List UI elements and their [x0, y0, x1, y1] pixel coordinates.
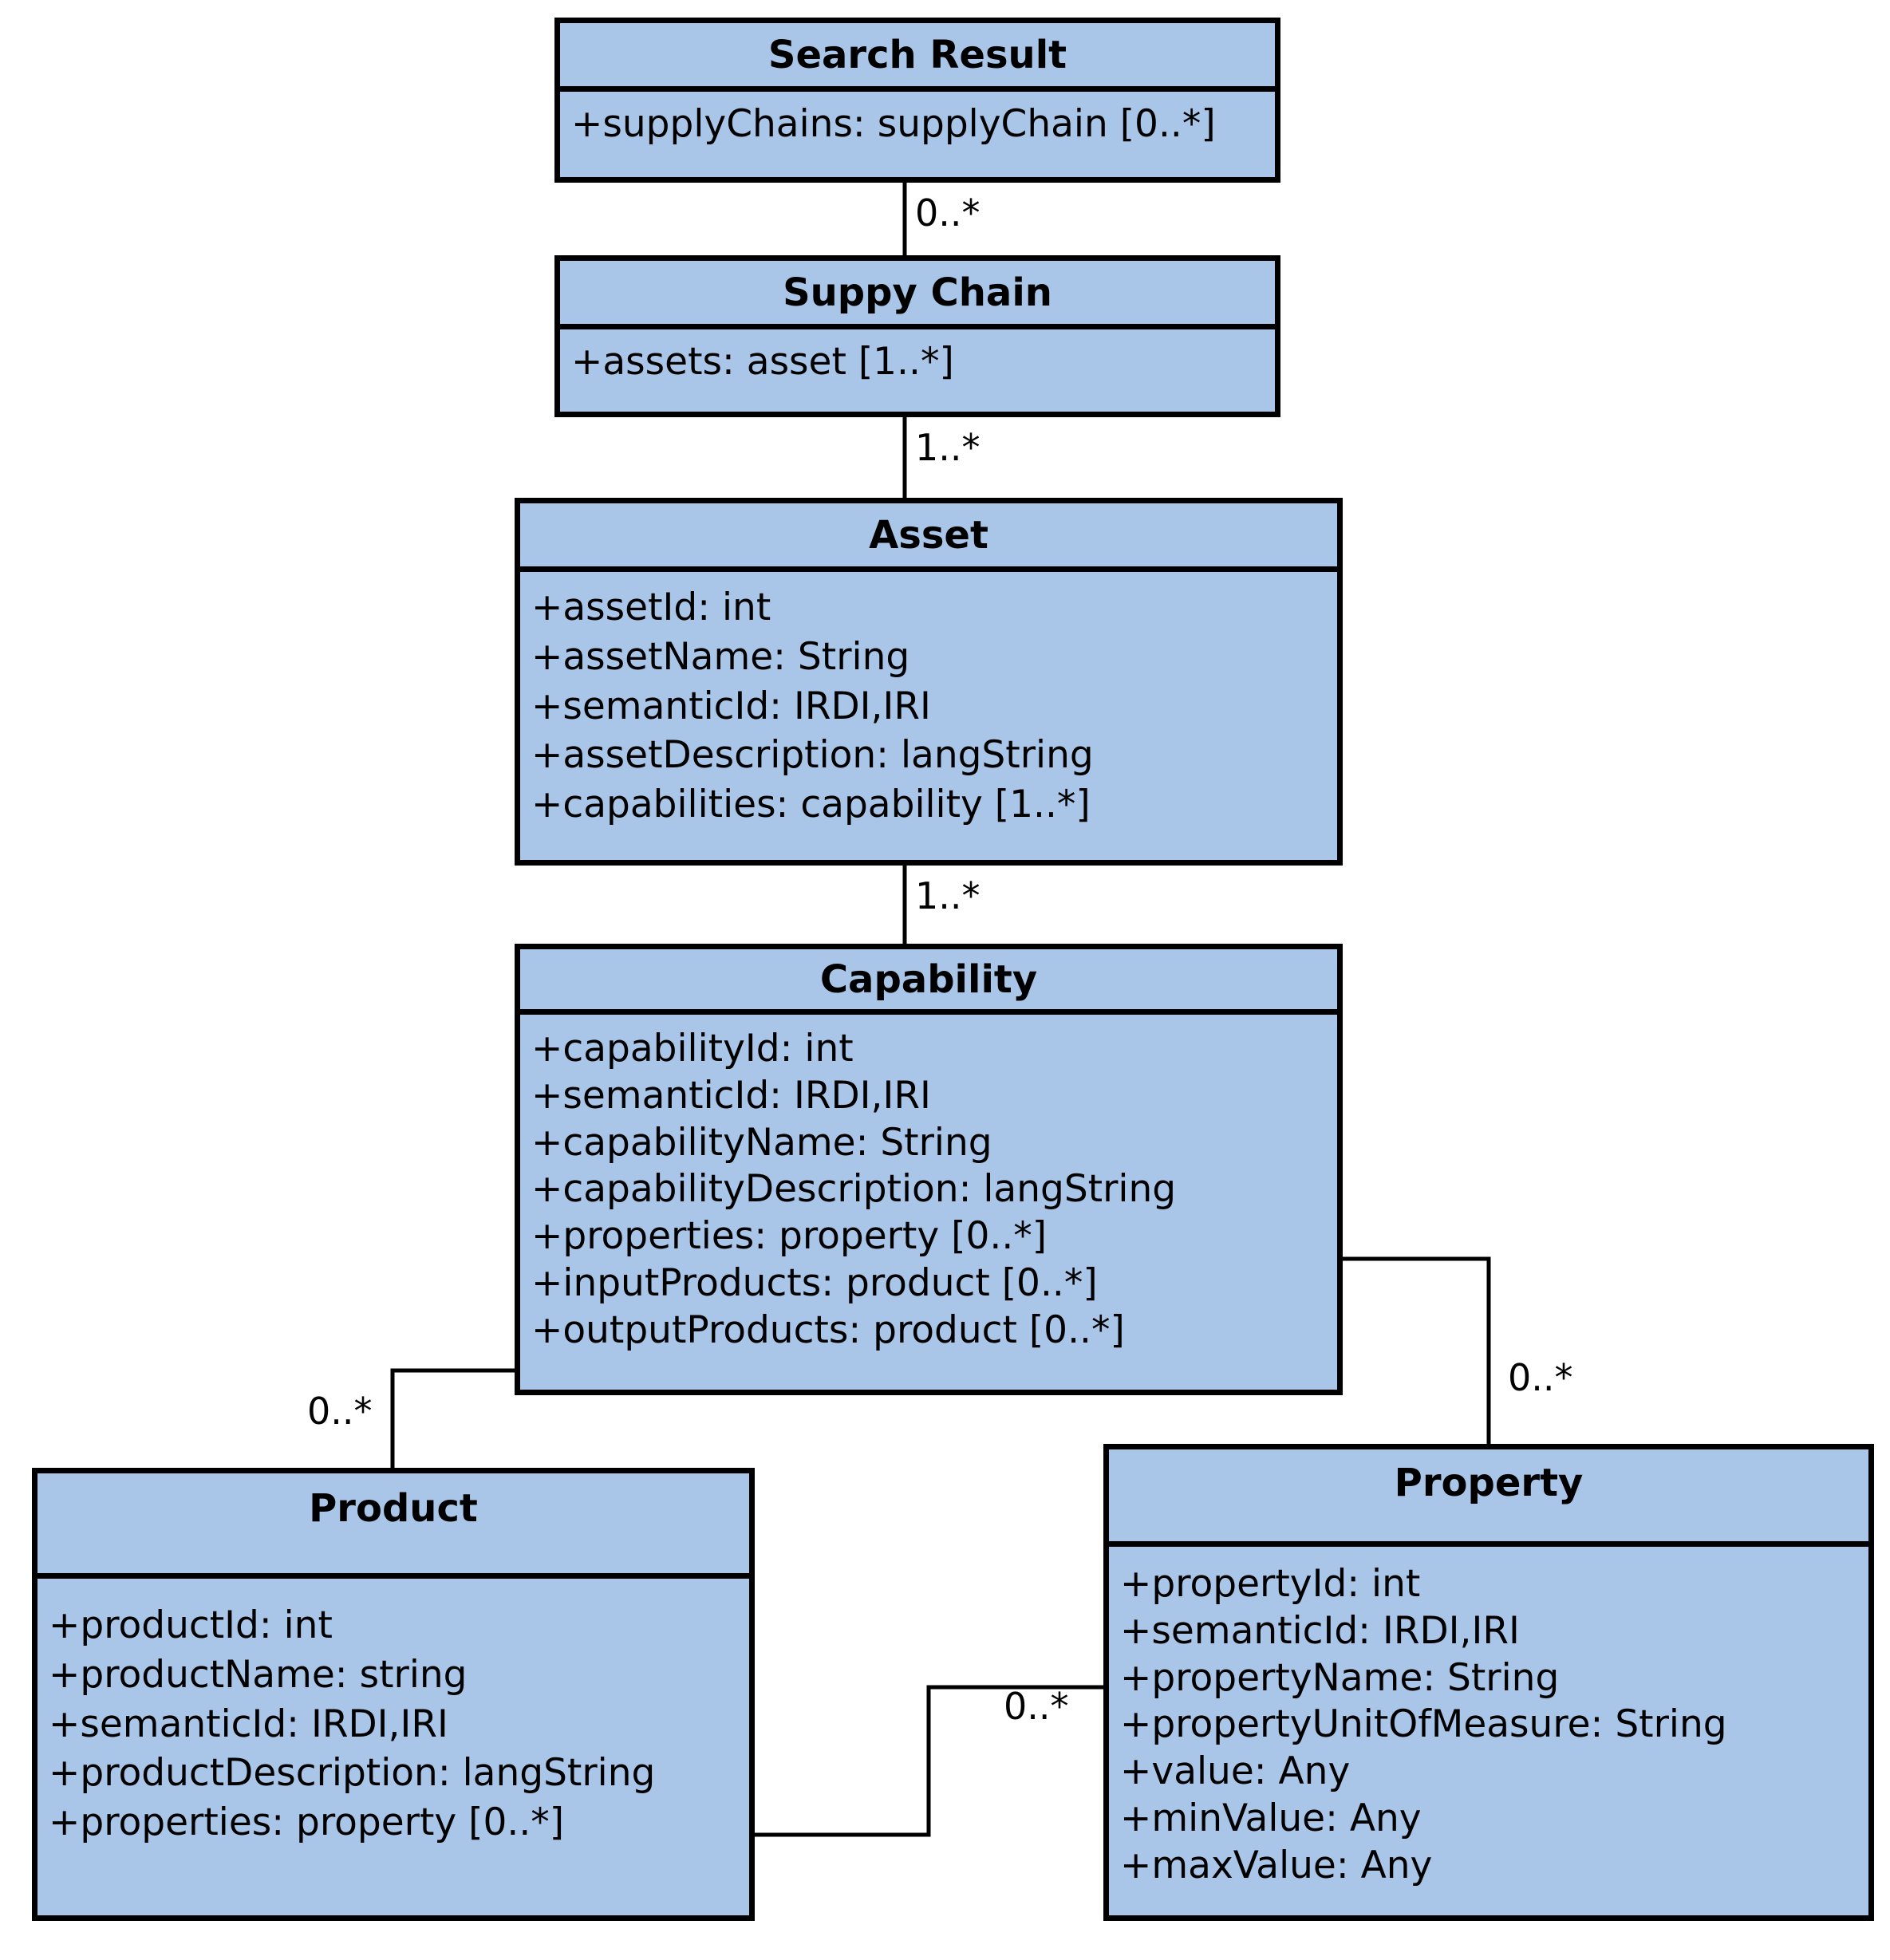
association-line-capability-product	[390, 1368, 515, 1468]
uml-class-asset[interactable]: Asset +assetId: int +assetName: String +…	[515, 498, 1343, 866]
attribute-row: +semanticId: IRDI,IRI	[531, 684, 931, 728]
attribute-row: +propertyUnitOfMeasure: String	[1120, 1702, 1727, 1747]
attribute-row: +propertyName: String	[1120, 1655, 1560, 1700]
attribute-row: +capabilities: capability [1..*]	[531, 783, 1091, 826]
attribute-row: +semanticId: IRDI,IRI	[1120, 1608, 1520, 1653]
attribute-row: +semanticId: IRDI,IRI	[49, 1702, 448, 1746]
class-attributes-asset: +assetId: int +assetName: String +semant…	[520, 572, 1337, 860]
attribute-row: +supplyChains: supplyChain [0..*]	[571, 102, 1216, 146]
class-attributes-product: +productId: int +productName: string +se…	[37, 1579, 749, 1915]
uml-class-product[interactable]: Product +productId: int +productName: st…	[32, 1468, 755, 1921]
attribute-row: +assetDescription: langString	[531, 733, 1094, 778]
class-name-search-result: Search Result	[560, 23, 1275, 92]
class-attributes-capability: +capabilityId: int +semanticId: IRDI,IRI…	[520, 1015, 1337, 1390]
multiplicity-label-supply-chain-asset: 1..*	[915, 426, 981, 469]
attribute-row: +productName: string	[49, 1652, 468, 1697]
attribute-row: +capabilityId: int	[531, 1027, 854, 1071]
class-name-supply-chain: Suppy Chain	[560, 261, 1275, 329]
class-name-asset: Asset	[520, 503, 1337, 572]
uml-class-search-result[interactable]: Search Result +supplyChains: supplyChain…	[554, 18, 1280, 183]
attribute-row: +capabilityDescription: langString	[531, 1167, 1177, 1212]
association-line-capability-property	[1343, 1256, 1491, 1444]
attribute-row: +assets: asset [1..*]	[571, 340, 954, 384]
attribute-row: +outputProducts: product [0..*]	[531, 1307, 1125, 1352]
attribute-row: +properties: property [0..*]	[531, 1214, 1048, 1258]
attribute-row: +productId: int	[49, 1603, 333, 1647]
attribute-row: +inputProducts: product [0..*]	[531, 1260, 1098, 1305]
attribute-row: +properties: property [0..*]	[49, 1800, 565, 1844]
attribute-row: +assetName: String	[531, 634, 910, 679]
uml-class-property[interactable]: Property +propertyId: int +semanticId: I…	[1103, 1444, 1874, 1921]
attribute-row: +semanticId: IRDI,IRI	[531, 1073, 931, 1118]
class-name-property: Property	[1109, 1449, 1868, 1547]
attribute-row: +value: Any	[1120, 1749, 1351, 1793]
attribute-row: +minValue: Any	[1120, 1796, 1422, 1840]
attribute-row: +capabilityName: String	[531, 1120, 992, 1165]
class-name-product: Product	[37, 1473, 749, 1579]
uml-class-capability[interactable]: Capability +capabilityId: int +semanticI…	[515, 944, 1343, 1395]
attribute-row: +maxValue: Any	[1120, 1843, 1433, 1887]
multiplicity-label-product-property: 0..*	[1004, 1685, 1069, 1728]
multiplicity-label-search-result-supply-chain: 0..*	[915, 191, 981, 235]
class-name-capability: Capability	[520, 949, 1337, 1015]
class-attributes-supply-chain: +assets: asset [1..*]	[560, 329, 1275, 412]
attribute-row: +propertyId: int	[1120, 1562, 1421, 1606]
class-attributes-property: +propertyId: int +semanticId: IRDI,IRI +…	[1109, 1547, 1868, 1915]
multiplicity-label-capability-product: 0..*	[307, 1390, 373, 1433]
attribute-row: +productDescription: langString	[49, 1751, 656, 1796]
class-attributes-search-result: +supplyChains: supplyChain [0..*]	[560, 92, 1275, 177]
multiplicity-label-asset-capability: 1..*	[915, 874, 981, 917]
multiplicity-label-capability-property: 0..*	[1508, 1356, 1573, 1399]
uml-class-supply-chain[interactable]: Suppy Chain +assets: asset [1..*]	[554, 255, 1280, 417]
attribute-row: +assetId: int	[531, 586, 771, 629]
